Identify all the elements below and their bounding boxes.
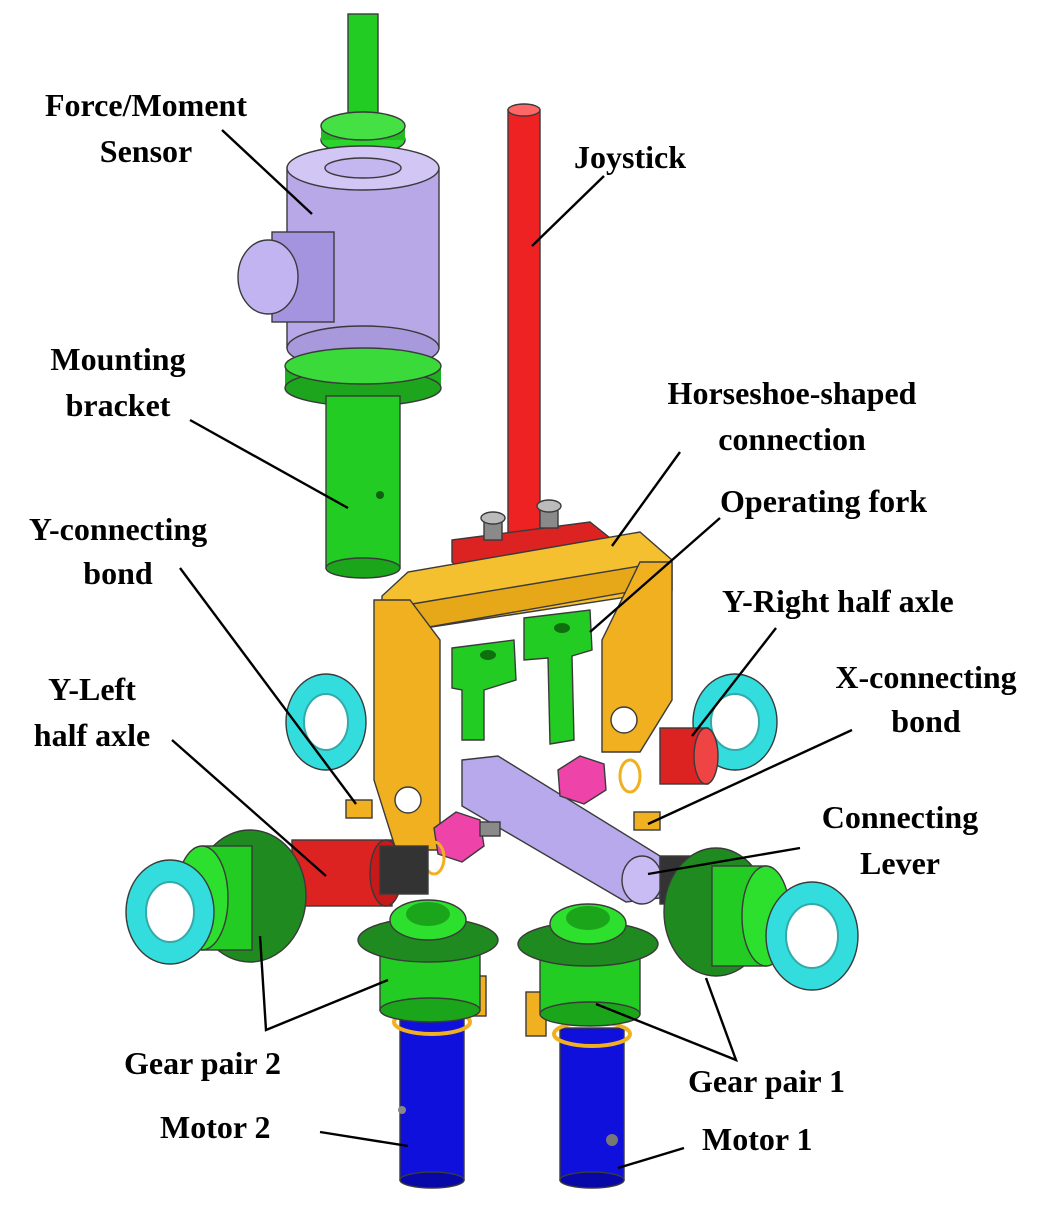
leader-gear-pair-2	[258, 935, 389, 1032]
label-gear-pair-2: Gear pair 2	[124, 1045, 281, 1081]
leader-motor-2	[319, 1130, 409, 1148]
force-sensor-assembly	[237, 13, 442, 579]
joystick-assembly	[451, 103, 611, 579]
leader-gear-pair-1	[595, 977, 739, 1063]
label-y-connecting-bond-line1: Y-connecting	[29, 511, 207, 547]
leader-y-left-half-axle	[171, 739, 327, 877]
label-y-left-half-axle-line1: Y-Left	[48, 671, 136, 707]
gear-pair-2-motor-2	[357, 899, 499, 1189]
leader-y-connecting-bond	[179, 567, 357, 805]
horseshoe-connection-shape	[373, 531, 673, 851]
leader-mounting-bracket	[189, 418, 349, 510]
label-connecting-lever-line2: Lever	[860, 845, 940, 881]
label-mounting-bracket-line1: Mounting	[50, 341, 185, 377]
label-motor-1: Motor 1	[702, 1121, 812, 1157]
label-x-connecting-bond-line2: bond	[891, 703, 961, 739]
operating-fork-shape	[451, 609, 593, 745]
label-gear-pair-1: Gear pair 1	[688, 1063, 845, 1099]
motor-2-shape	[399, 1011, 465, 1181]
leader-lines	[171, 129, 853, 1170]
gear-pair-1-motor-1	[517, 903, 659, 1189]
label-y-connecting-bond-line2: bond	[83, 555, 153, 591]
label-connecting-lever-line1: Connecting	[822, 799, 978, 835]
leader-connecting-lever	[647, 846, 801, 876]
label-horseshoe-line1: Horseshoe-shaped	[668, 375, 917, 411]
bolt-right	[536, 499, 562, 513]
label-y-right-half-axle: Y-Right half axle	[722, 583, 954, 619]
label-joystick: Joystick	[574, 139, 686, 175]
label-motor-2: Motor 2	[160, 1109, 270, 1145]
label-mounting-bracket-line2: bracket	[66, 387, 171, 423]
leader-x-connecting-bond	[647, 728, 853, 826]
label-force-sensor-line2: Sensor	[100, 133, 192, 169]
motor-1-shape	[559, 1027, 625, 1181]
x-connecting-bond-shape	[633, 811, 661, 831]
leader-force-sensor	[221, 129, 313, 215]
bonds	[345, 758, 661, 876]
nuts	[433, 755, 607, 863]
mounting-bracket-shape	[325, 395, 401, 569]
label-x-connecting-bond-line1: X-connecting	[835, 659, 1016, 695]
leader-horseshoe	[611, 451, 681, 547]
horseshoe-right-leg	[601, 561, 673, 753]
y-right-half-axle-shape	[659, 727, 719, 785]
nut-left	[433, 811, 485, 863]
leader-y-right-half-axle	[691, 627, 777, 737]
label-operating-fork: Operating fork	[720, 483, 927, 519]
leader-operating-fork	[589, 517, 721, 633]
right-side-assembly	[659, 847, 859, 991]
left-side-assembly	[125, 829, 429, 965]
sensor-top-shaft	[347, 13, 379, 125]
labels: Force/Moment Sensor Joystick Mounting br…	[29, 87, 1017, 1157]
leader-motor-1	[617, 1146, 685, 1170]
label-horseshoe-line2: connection	[718, 421, 866, 457]
y-connecting-bond-shape	[345, 799, 373, 819]
joystick-shaft	[507, 109, 541, 551]
bolt-left	[480, 511, 506, 525]
label-y-left-half-axle-line2: half axle	[34, 717, 150, 753]
label-force-sensor-line1: Force/Moment	[45, 87, 247, 123]
nut-right	[557, 755, 607, 805]
leader-joystick	[531, 175, 605, 247]
